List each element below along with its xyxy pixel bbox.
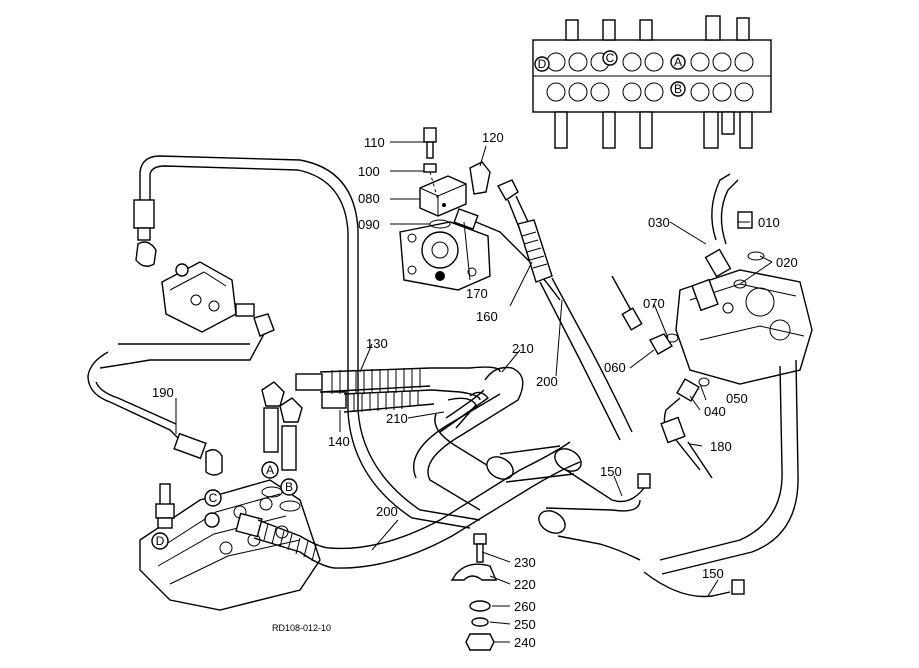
main-port-b: B [285,480,293,494]
drawing-reference-code: RD108-012-10 [272,623,331,633]
wires-150 [565,469,745,598]
callout-040: 040 [704,404,726,419]
callout-240: 240 [514,635,536,650]
gear-pump [399,127,561,301]
callout-150-b: 150 [702,566,724,581]
callout-labels: 010 020 030 040 050 060 070 080 090 100 … [152,130,798,650]
inset-port-d: D [538,57,547,71]
callout-170: 170 [466,286,488,301]
hose-loop-upper [133,155,481,529]
hose-130-140 [295,366,501,413]
callout-180: 180 [710,439,732,454]
callout-160: 160 [476,309,498,324]
callout-130: 130 [366,336,388,351]
inset-port-b: B [674,82,682,96]
callout-090: 090 [358,217,380,232]
callout-220: 220 [514,577,536,592]
callout-260: 260 [514,599,536,614]
inset-port-c: C [606,51,615,65]
callout-150-a: 150 [600,464,622,479]
callout-100: 100 [358,164,380,179]
hydraulic-motor-right [611,173,813,575]
callout-200-b: 200 [376,504,398,519]
leader-lines [175,141,773,643]
callout-060: 060 [604,360,626,375]
inset-port-a: A [674,55,682,69]
clamp-hardware-stack [450,533,498,651]
callout-070: 070 [643,296,665,311]
callout-010: 010 [758,215,780,230]
callout-230: 230 [514,555,536,570]
callout-250: 250 [514,617,536,632]
pipes-210 [412,366,641,561]
hose-fitting-upper [133,199,155,229]
callout-140: 140 [328,434,350,449]
callout-210-a: 210 [512,341,534,356]
main-port-a: A [266,463,274,477]
hose-160 [497,179,633,441]
aux-valve-left [99,261,275,369]
callout-050: 050 [726,391,748,406]
hose-190-run [87,343,250,476]
callout-020: 020 [776,255,798,270]
pipe-200-main [235,441,581,569]
callout-210-b: 210 [386,411,408,426]
main-control-valve [139,381,321,611]
callout-190: 190 [152,385,174,400]
callout-120: 120 [482,130,504,145]
main-port-d: D [156,534,165,548]
control-valve-inset: D C A B [532,15,772,149]
callout-200-a: 200 [536,374,558,389]
callout-030: 030 [648,215,670,230]
main-port-c: C [209,491,218,505]
callout-080: 080 [358,191,380,206]
callout-110: 110 [364,135,385,150]
